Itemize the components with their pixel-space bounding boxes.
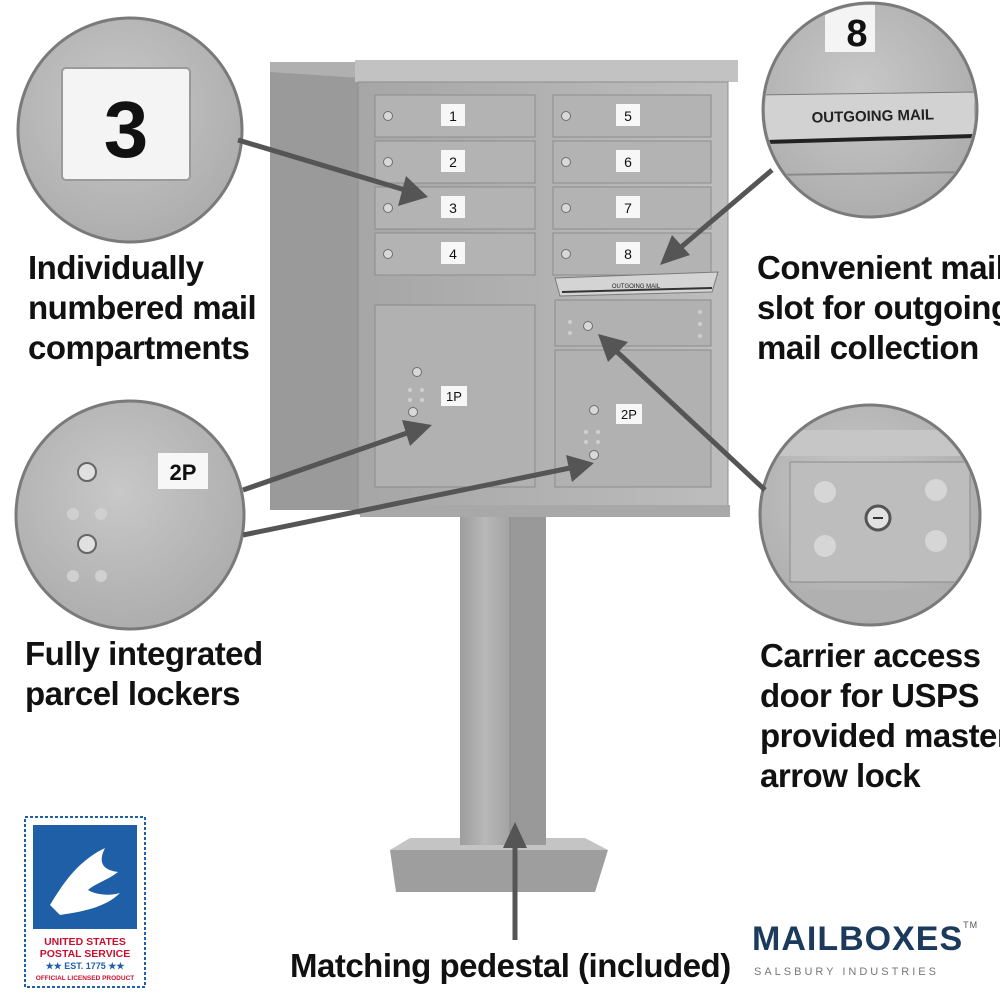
callout-line: Fully integrated	[25, 635, 263, 672]
parcel-label-1p: 1P	[446, 389, 462, 404]
zoom-circle-outgoing	[761, 1, 979, 219]
eagle-icon	[50, 848, 120, 915]
pedestal	[390, 515, 608, 892]
brand-trademark: TM	[963, 920, 979, 930]
callout-parcel-lockers: Fully integrated parcel lockers	[25, 634, 263, 714]
callout-line: door for USPS	[760, 677, 980, 714]
zoom-parcel-label: 2P	[170, 460, 197, 485]
usps-licensed-badge	[24, 816, 146, 988]
callout-line: numbered mail	[28, 289, 257, 326]
callout-line: compartments	[28, 329, 250, 366]
mailbox-cabinet	[270, 60, 738, 517]
zoom-outgoing-label: OUTGOING MAIL	[811, 106, 934, 126]
parcel-label-2p: 2P	[621, 407, 637, 422]
callout-carrier-door: Carrier access door for USPS provided ma…	[760, 636, 1000, 796]
callout-line: mail collection	[757, 329, 979, 366]
callout-line: Individually	[28, 249, 204, 286]
outgoing-slot-label: OUTGOING MAIL	[612, 284, 661, 290]
zoom-circle-carrier-lock	[758, 403, 982, 627]
brand-logo: MAILBOXESTM	[752, 920, 978, 959]
usps-line-2: POSTAL SERVICE	[40, 948, 130, 960]
zoom-circle-parcel	[14, 399, 246, 631]
zoom-number-8: 8	[846, 13, 867, 55]
callout-line: arrow lock	[760, 757, 921, 794]
callout-line: Convenient mail	[757, 249, 1000, 286]
zoom-circle-number	[16, 16, 244, 244]
usps-line-4: OFFICIAL LICENSED PRODUCT	[36, 975, 134, 982]
callout-outgoing-slot: Convenient mail slot for outgoing mail c…	[757, 248, 1000, 368]
callout-line: provided master	[760, 717, 1000, 754]
callout-line: Carrier access	[760, 637, 981, 674]
usps-line-1: UNITED STATES	[44, 936, 126, 948]
callout-arrows	[237, 137, 774, 940]
callout-line: slot for outgoing	[757, 289, 1000, 326]
door-number-6: 6	[624, 154, 632, 170]
door-number-1: 1	[449, 108, 457, 124]
callout-line: Matching pedestal (included)	[290, 947, 731, 984]
door-number-5: 5	[624, 108, 632, 124]
door-number-8: 8	[624, 246, 632, 262]
door-number-2: 2	[449, 154, 457, 170]
usps-line-3: ★★ EST. 1775 ★★	[46, 961, 126, 971]
callout-compartments: Individually numbered mail compartments	[28, 248, 257, 368]
door-number-3: 3	[449, 200, 457, 216]
door-number-7: 7	[624, 200, 632, 216]
callout-line: parcel lockers	[25, 675, 240, 712]
door-number-4: 4	[449, 246, 457, 262]
brand-name: MAILBOXES	[752, 920, 964, 958]
callout-pedestal: Matching pedestal (included)	[290, 946, 731, 986]
brand-subtitle: SALSBURY INDUSTRIES	[754, 966, 939, 978]
zoom-number-3: 3	[104, 85, 149, 174]
